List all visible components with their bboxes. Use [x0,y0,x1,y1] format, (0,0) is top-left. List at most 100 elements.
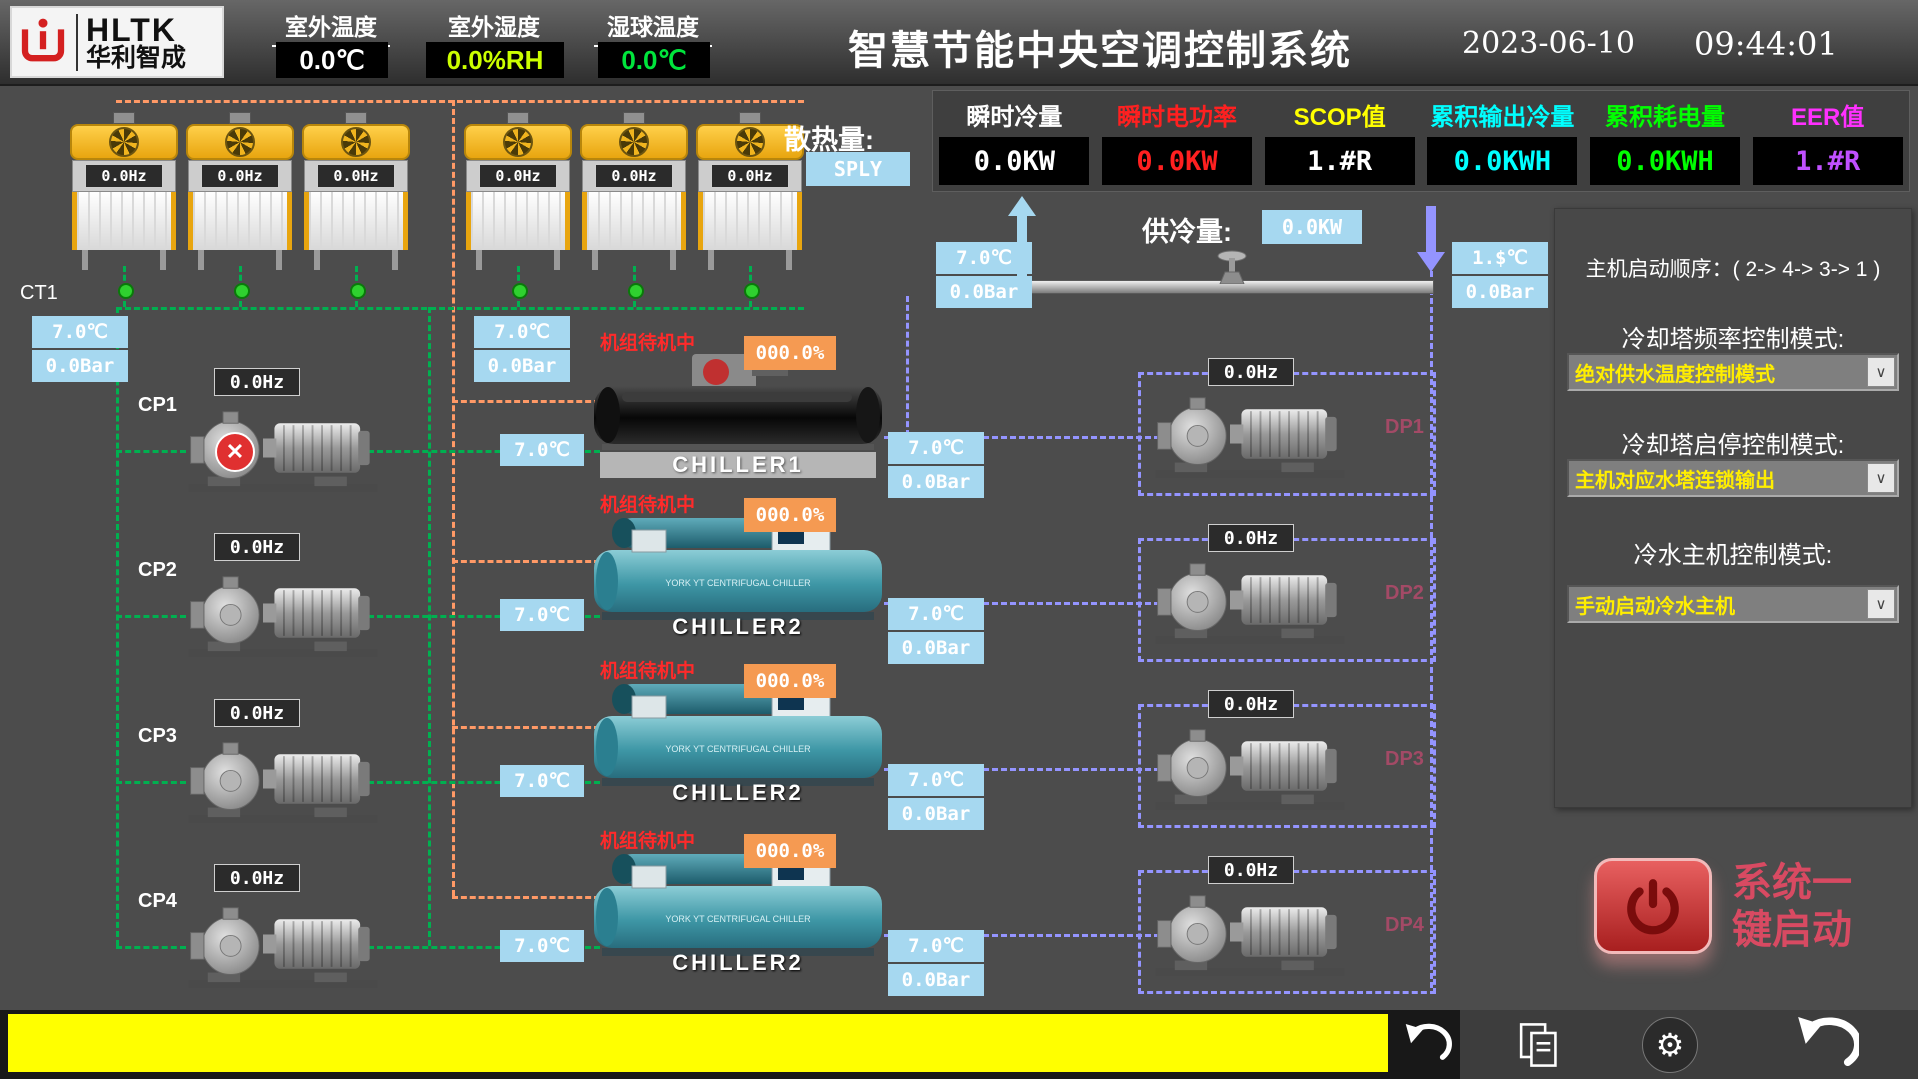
settings-button[interactable]: ⚙ [1642,1017,1698,1073]
tower-leg [476,250,482,270]
chilled-water-pump[interactable] [1150,716,1350,816]
back-button[interactable] [1394,1018,1456,1072]
pump-frequency-display: 0.0Hz [1208,690,1294,718]
chevron-down-icon[interactable]: ∨ [1867,357,1895,387]
cooling-tower: 0.0Hz [186,112,294,284]
tower-fill-section [466,192,570,250]
kpi-value: 0.0KW [939,137,1090,185]
chiller-status-text: 机组待机中 [600,831,696,852]
system-start-button[interactable] [1594,858,1712,954]
valve-indicator [350,283,366,299]
temp-display: 7.0℃ [500,765,584,797]
pipe-segment [884,602,1205,605]
chiller-control-mode-label: 冷水主机控制模式: [1633,542,1833,569]
tower-frequency-mode-select[interactable]: 绝对供水温度控制模式 ∨ [1567,353,1899,391]
chiller-unit[interactable]: YORK YT CENTRIFUGAL CHILLER [592,680,884,792]
valve-indicator [628,283,644,299]
cooling-pump[interactable] [183,729,383,829]
supply-header-pipe [962,280,1434,294]
temp-display: 7.0℃ [888,432,984,464]
tower-leg [554,250,560,270]
kpi-label: 瞬时电功率 [1117,104,1237,131]
pipe-segment [452,726,600,729]
fan-blades-icon [109,127,139,157]
temp-display: 7.0℃ [888,764,984,796]
valve-icon [1217,250,1247,284]
heat-dissipation-button[interactable]: SPLY [806,152,910,186]
chiller-unit[interactable]: YORK YT CENTRIFUGAL CHILLER [592,514,884,626]
tower-fan-housing [70,124,178,160]
pipe-segment [884,436,1205,439]
startup-order-text: 主机启动顺序：( 2-> 4-> 3-> 1 ) [1585,258,1881,281]
flow-down-arrow-stem [1426,206,1436,254]
tower-frequency-display: 0.0Hz [479,164,557,188]
chevron-down-icon[interactable]: ∨ [1867,463,1895,493]
tower-fill-section [188,192,292,250]
return-arrow-icon [1798,1017,1859,1066]
cooling-tower: 0.0Hz [70,112,178,284]
chilled-water-pump[interactable] [1150,882,1350,982]
tower-leg [198,250,204,270]
chiller-unit[interactable]: YORK YT CENTRIFUGAL CHILLER [592,850,884,962]
chiller-control-mode-select[interactable]: 手动启动冷水主机 ∨ [1567,585,1899,623]
tower-leg [592,250,598,270]
chiller-name-label: CHILLER2 [672,780,804,805]
pipe-segment [884,934,1205,937]
svg-text:YORK YT CENTRIFUGAL CHILLER: YORK YT CENTRIFUGAL CHILLER [665,578,811,588]
pump-frequency-display: 0.0Hz [214,699,300,727]
kpi-label: SCOP值 [1293,104,1386,131]
chiller-load-badge: 000.0% [744,834,836,868]
pipe-segment [452,560,600,563]
tower-fan-motor [229,112,251,124]
tower-fan-motor [623,112,645,124]
cooling-supply-label: 供冷量: [1142,217,1232,247]
tower-frequency-display: 0.0Hz [317,164,395,188]
pipe-segment [906,296,909,436]
time-display: 09:44:01 [1694,25,1838,63]
brand-name-cn: 华利智成 [86,43,187,72]
chilled-water-pump[interactable] [1150,550,1350,650]
valve-indicator [512,283,528,299]
bottom-bar: ⚙ [0,1010,1918,1079]
exit-back-button[interactable] [1786,1015,1862,1075]
cooling-pump[interactable] [183,563,383,663]
fan-blades-icon [341,127,371,157]
kpi-value: 0.0KWH [1427,137,1578,185]
svg-text:YORK YT CENTRIFUGAL CHILLER: YORK YT CENTRIFUGAL CHILLER [665,914,811,924]
pressure-display: 0.0Bar [936,276,1032,308]
tower-fan-motor [113,112,135,124]
pipe-segment [116,307,804,310]
pressure-display: 0.0Bar [1452,276,1548,308]
chiller-unit[interactable] [592,352,884,452]
cooling-pump[interactable] [183,398,383,498]
tower-body: 0.0Hz [72,160,176,192]
tower-fan-housing [580,124,688,160]
chilled-water-pump[interactable] [1150,384,1350,484]
kpi-instant-power: 瞬时电功率 0.0KW [1096,91,1259,191]
kpi-value: 1.#R [1752,137,1903,185]
tower-fan-motor [739,112,761,124]
pipe-segment [368,615,600,618]
kpi-label: 瞬时冷量 [966,104,1063,131]
system-start-label-line2: 键启动 [1732,908,1852,953]
tower-startstop-mode-select[interactable]: 主机对应水塔连锁输出 ∨ [1567,459,1899,497]
kpi-value: 0.0KW [1102,137,1252,185]
pump-id-label: CP4 [138,890,177,912]
page-title: 智慧节能中央空调控制系统 [848,29,1352,73]
tower-body: 0.0Hz [582,160,686,192]
pipe-segment [368,781,600,784]
pump-id-label: CP2 [138,559,177,581]
pipe-segment [1430,262,1433,988]
report-button[interactable] [1508,1018,1572,1072]
pressure-display: 0.0Bar [888,632,984,664]
cooling-pump[interactable] [183,894,383,994]
brand-logo: HLTK 华利智成 [10,6,224,78]
pipe-segment [116,781,186,784]
temp-display: 7.0℃ [32,316,128,348]
tower-frequency-display: 0.0Hz [201,164,279,188]
chevron-down-icon[interactable]: ∨ [1867,589,1895,619]
valve-indicator [744,283,760,299]
temp-display: 7.0℃ [474,316,570,348]
pressure-display: 0.0Bar [888,466,984,498]
kpi-instant-cooling: 瞬时冷量 0.0KW [933,91,1096,191]
